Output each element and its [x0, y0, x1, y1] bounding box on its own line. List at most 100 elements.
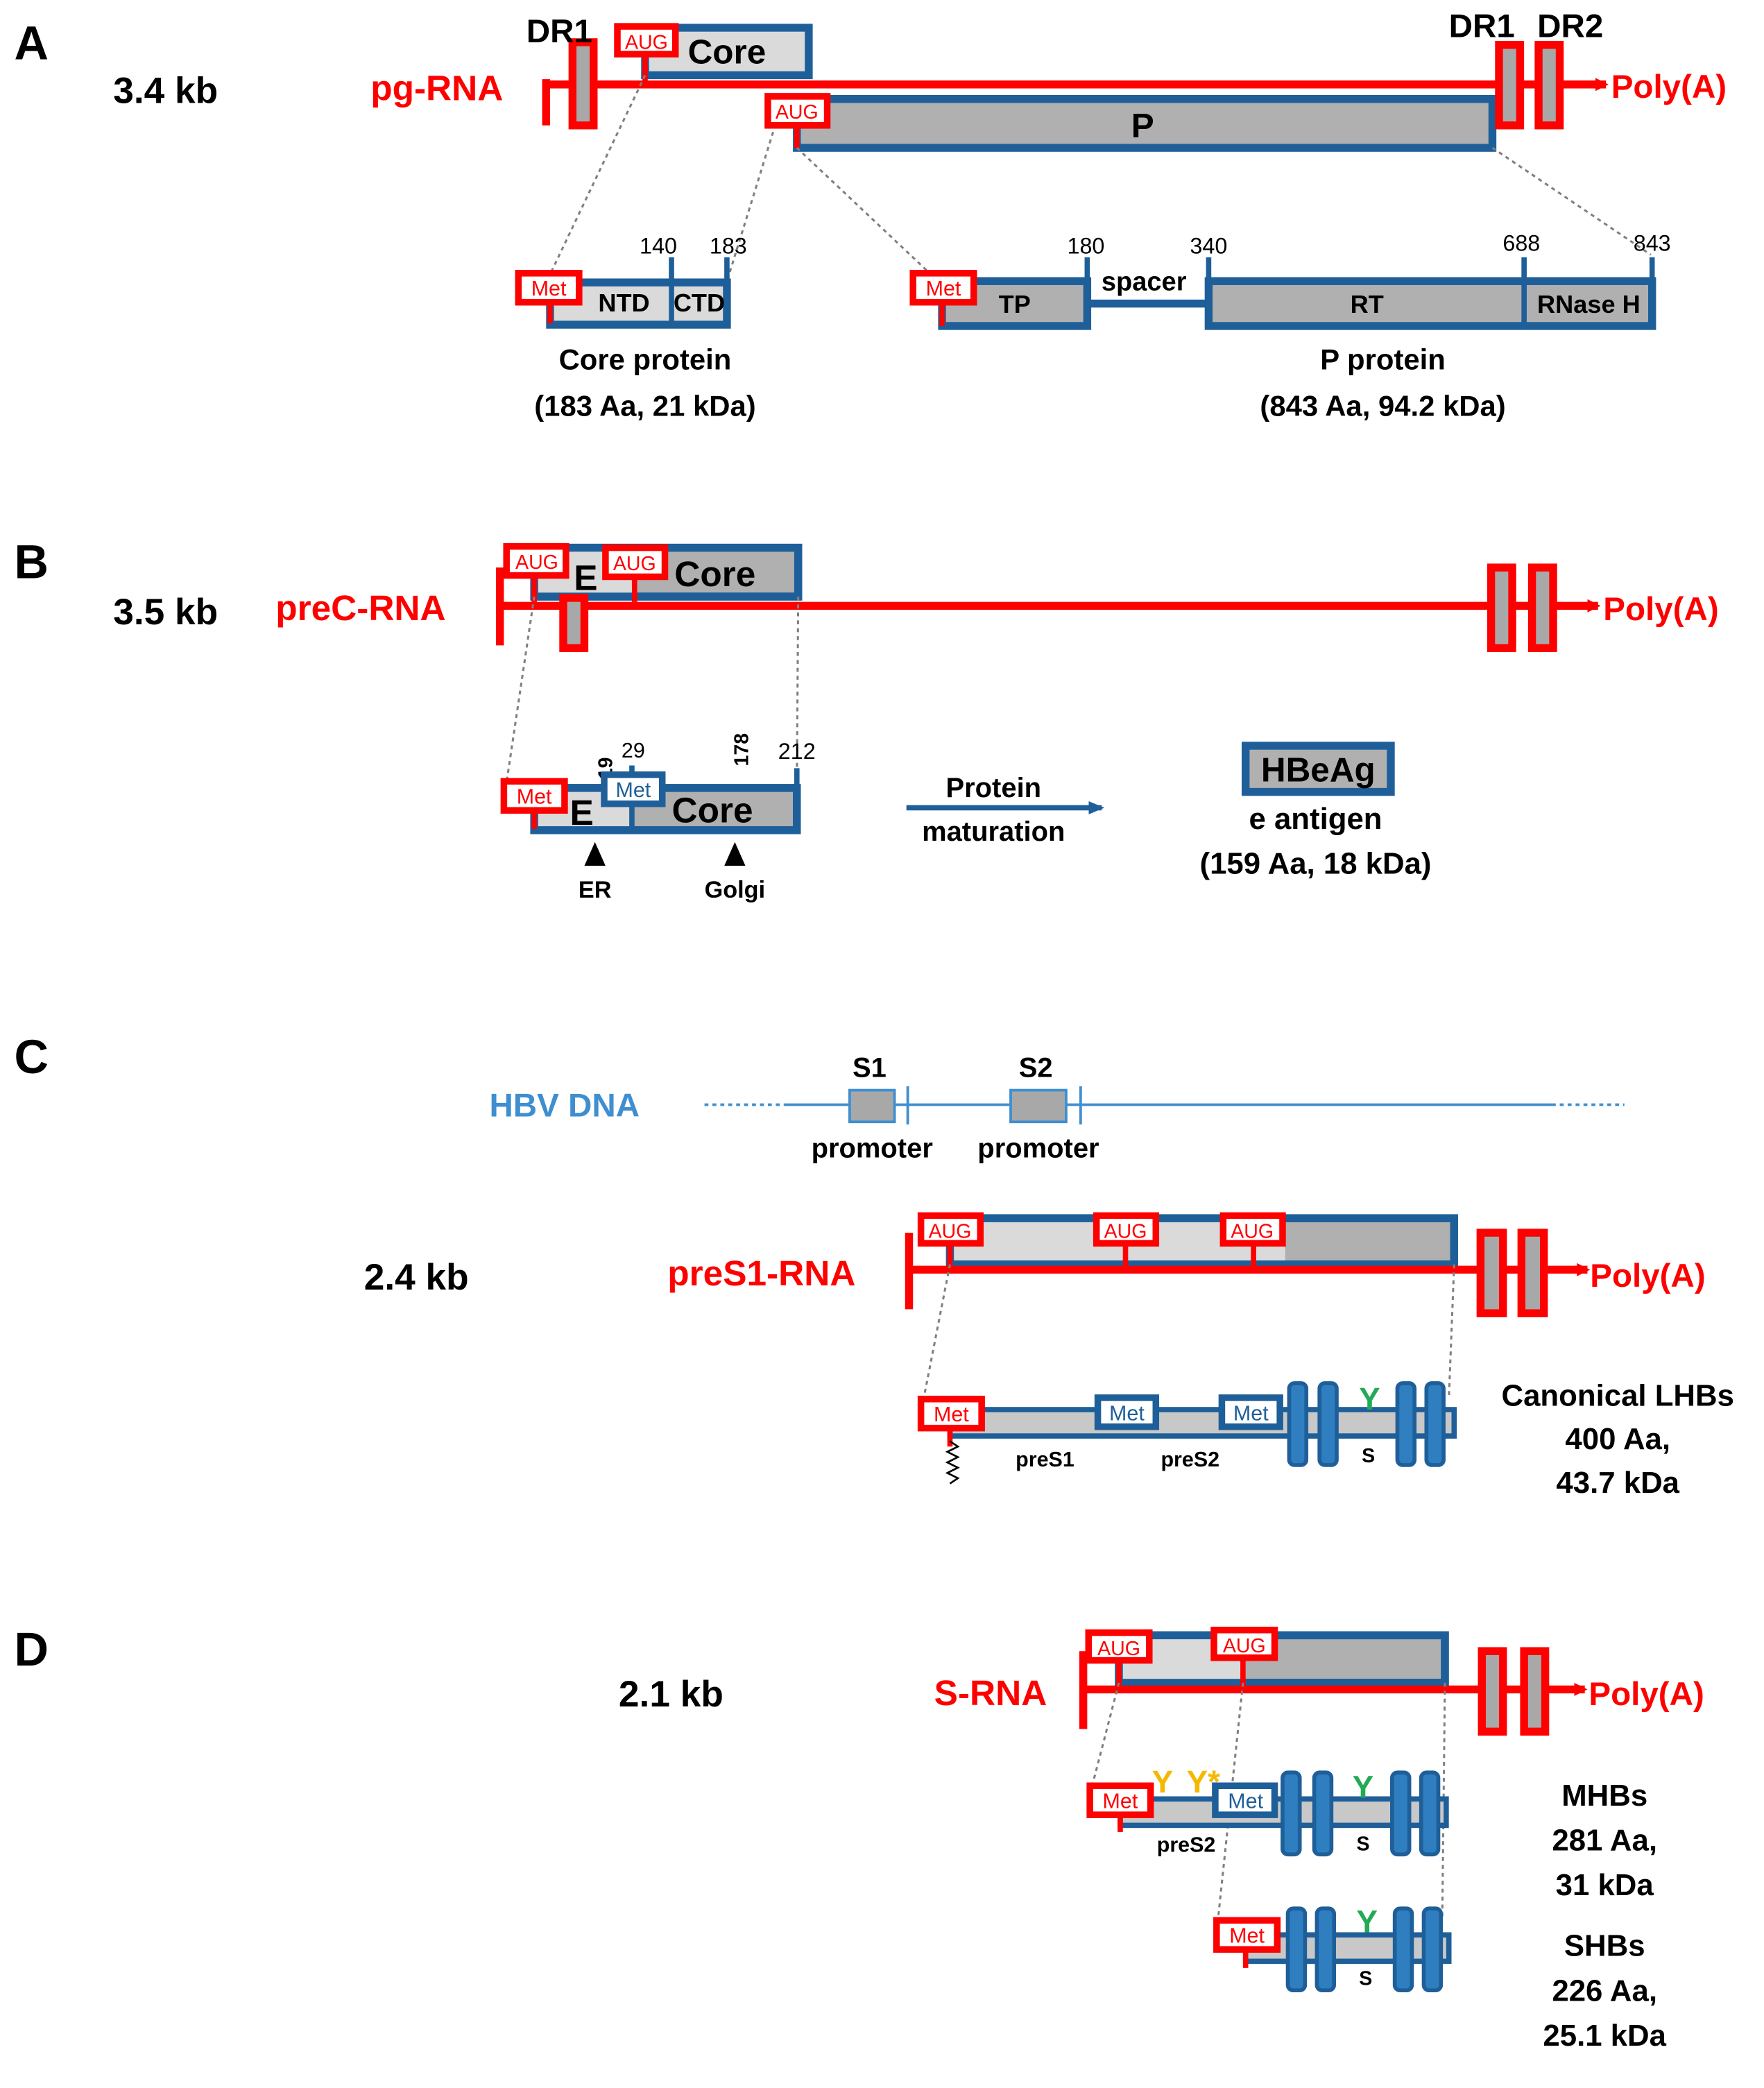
- shbs-name: SHBs: [1564, 1929, 1645, 1963]
- shbs-kda: 25.1 kDa: [1543, 2019, 1666, 2053]
- mhbs-n-glyco-site: Y: [1152, 1764, 1173, 1799]
- lhbs-pres1-label: preS1: [1016, 1448, 1074, 1471]
- lhbs-glyco-site: Y: [1359, 1381, 1380, 1417]
- p-orf-box: [793, 94, 1497, 152]
- dr1-right-box: [1495, 40, 1525, 130]
- lhbs-kda: 43.7 kDa: [1556, 1466, 1679, 1500]
- met-shbs-label: Met: [1229, 1924, 1265, 1948]
- panel-c-letter: C: [15, 1030, 49, 1084]
- aug-prec-core-label: AUG: [613, 553, 656, 575]
- met-precore-label: Met: [517, 785, 552, 809]
- p-180-label: 180: [1067, 233, 1104, 258]
- golgi-cleavage-arrow: [724, 841, 746, 866]
- shbs-tm-4: [1421, 1906, 1444, 1993]
- met-precore-box: [500, 778, 568, 814]
- panel-a-letter: A: [15, 17, 49, 70]
- aug-prec-box: [503, 542, 570, 579]
- pres1-rna-label: preS1-RNA: [667, 1253, 855, 1293]
- met-p-label: Met: [926, 277, 961, 300]
- core-protein-name: Core protein: [559, 343, 732, 376]
- shbs-tm-2: [1315, 1906, 1337, 1993]
- mhbs-kda: 31 kDa: [1556, 1868, 1654, 1902]
- precore-core-label: Core: [672, 789, 753, 830]
- lhbs-tm-1: [1287, 1381, 1309, 1467]
- prec-dr1-left-box: [559, 594, 589, 652]
- s1-promoter-box: [848, 1088, 896, 1124]
- pg-rna-label: pg-RNA: [370, 68, 503, 108]
- core-ntd-label: NTD: [598, 289, 649, 317]
- met-s-box: [1218, 1394, 1283, 1430]
- rt-label: RT: [1351, 290, 1384, 318]
- met-pres2-label: Met: [1109, 1401, 1145, 1425]
- lhbs-name: Canonical LHBs: [1501, 1378, 1733, 1412]
- aug-pres1-label: AUG: [929, 1221, 972, 1243]
- met-s-label: Met: [1233, 1401, 1269, 1425]
- p-protein-details: (843 Aa, 94.2 kDa): [1260, 389, 1505, 422]
- lhbs-s-label: S: [1362, 1445, 1375, 1467]
- met-lhbs-box: [917, 1396, 985, 1432]
- panel-a: A 3.4 kb pg-RNA Core P DR1 DR1 DR2 Poly(…: [15, 8, 1727, 422]
- spacer-label: spacer: [1102, 268, 1187, 297]
- prec-rna-polya: Poly(A): [1603, 591, 1718, 628]
- met-pres2-box: [1094, 1394, 1160, 1430]
- s2-promoter-box: [1009, 1088, 1068, 1124]
- shbs-s-label: S: [1359, 1968, 1372, 1990]
- mhbs-tm-1: [1281, 1770, 1302, 1857]
- aug-p-label: AUG: [776, 101, 819, 123]
- core-protein-details: (183 Aa, 21 kDa): [534, 389, 755, 422]
- s-dr1-box: [1478, 1647, 1507, 1736]
- core-guide-right: [727, 131, 774, 278]
- s1-label: S1: [853, 1053, 887, 1084]
- rt-rnase-box: [1204, 277, 1656, 330]
- mhbs-glyco-site: Y: [1353, 1769, 1373, 1804]
- panel-b: B 3.5 kb preC-RNA E Core Poly(A) AUG AUG…: [15, 535, 1719, 902]
- dr2-label: DR2: [1537, 8, 1603, 44]
- shbs-tm-1: [1285, 1906, 1308, 1993]
- mhbs-pres2-label: preS2: [1157, 1833, 1216, 1856]
- dr2-box: [1534, 40, 1564, 130]
- precore-e-label: E: [570, 792, 594, 832]
- mhbs-guide-left: [1091, 1682, 1120, 1785]
- panel-d: D 2.1 kb S-RNA Poly(A) AUG AUG Y Y Y* Me…: [15, 1623, 1704, 2053]
- prec-guide-left: [505, 596, 536, 783]
- maturation-label-2: maturation: [922, 816, 1065, 847]
- prec-rna-size: 3.5 kb: [113, 592, 218, 633]
- pres1-dr2-box: [1517, 1229, 1548, 1317]
- prec-dr2-box: [1527, 563, 1557, 652]
- panel-b-letter: B: [15, 535, 49, 588]
- precore-29-label: 29: [622, 739, 645, 762]
- tp-label: TP: [999, 290, 1031, 318]
- met-mhbs-box: [1086, 1782, 1154, 1818]
- pg-rna-polya: Poly(A): [1611, 69, 1727, 105]
- e-antigen-label: e antigen: [1249, 802, 1382, 836]
- s1-promoter-label: promoter: [812, 1133, 933, 1164]
- s-rna-size: 2.1 kb: [619, 1674, 723, 1715]
- core-ctd-label: CTD: [674, 289, 725, 317]
- prec-e-label: E: [574, 557, 597, 597]
- mhbs-s-label: S: [1357, 1833, 1370, 1856]
- pres1-rna-polya: Poly(A): [1590, 1258, 1705, 1294]
- hbeag-box: [1241, 742, 1395, 796]
- core-140-label: 140: [640, 233, 677, 258]
- met-p-box: [909, 270, 977, 306]
- p-688-label: 688: [1502, 231, 1540, 256]
- precore-178-label: 178: [730, 733, 753, 767]
- lhbs-aa: 400 Aa,: [1565, 1422, 1670, 1456]
- golgi-label: Golgi: [705, 877, 765, 903]
- mhbs-aa: 281 Aa,: [1552, 1824, 1657, 1858]
- shbs-tm-3: [1392, 1906, 1414, 1993]
- met-core-internal-label: Met: [615, 778, 651, 802]
- mhbs-tm-4: [1419, 1770, 1441, 1857]
- met-core-box: [515, 270, 583, 306]
- p-orf-label: P: [1131, 107, 1154, 145]
- aug-s-box: [1219, 1212, 1286, 1247]
- hbeag-label: HBeAg: [1261, 751, 1376, 789]
- shbs-aa: 226 Aa,: [1552, 1974, 1657, 2008]
- met-mhbs-label: Met: [1103, 1790, 1138, 1813]
- s2-promoter-label: promoter: [977, 1133, 1099, 1164]
- p-843-label: 843: [1634, 231, 1671, 256]
- p-340-label: 340: [1190, 233, 1227, 258]
- rnase-label: RNase H: [1537, 290, 1641, 318]
- hbv-dna-label: HBV DNA: [489, 1088, 640, 1124]
